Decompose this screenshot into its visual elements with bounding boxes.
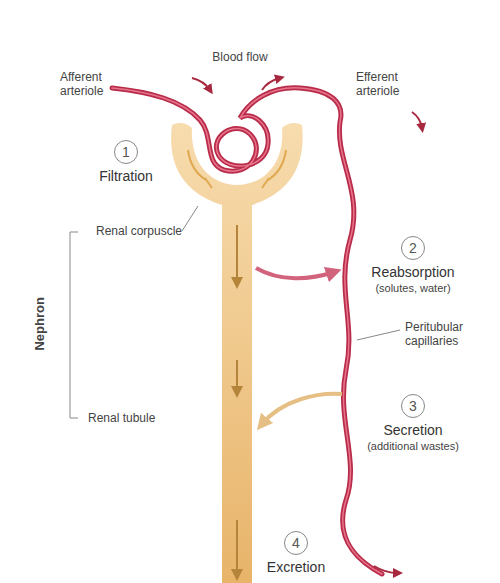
- step-note: (solutes, water): [375, 282, 450, 294]
- part-label: Renal tubule: [88, 411, 188, 425]
- part-label: Peritubular capillaries: [405, 320, 485, 349]
- step-note: (additional wastes): [367, 440, 459, 452]
- reabsorption-arrow: [256, 268, 334, 278]
- blood-vessels: [112, 88, 382, 574]
- part-label: Renal corpuscle: [96, 224, 196, 238]
- step-name: Reabsorption: [371, 264, 454, 280]
- step-name: Excretion: [267, 559, 325, 575]
- renal-tubule-shape: [171, 123, 303, 583]
- callout-number: 2: [401, 236, 425, 260]
- secretion-arrow: [262, 394, 342, 424]
- blood-flow-arrows: [192, 78, 422, 573]
- leader-lines: [70, 206, 400, 418]
- step-name: Filtration: [99, 168, 153, 184]
- step-name: Secretion: [383, 422, 442, 438]
- numbered-step: 4Excretion: [267, 531, 325, 575]
- part-label: Blood flow: [200, 50, 280, 64]
- bracket-label: Nephron: [32, 292, 48, 356]
- part-label: Afferent arteriole: [60, 70, 130, 99]
- numbered-step: 2Reabsorption (solutes, water): [371, 236, 454, 294]
- numbered-step: 1Filtration: [99, 140, 153, 184]
- callout-number: 4: [284, 531, 308, 555]
- tubule-flow: [236, 225, 238, 575]
- callout-number: 3: [401, 394, 425, 418]
- callout-number: 1: [114, 140, 138, 164]
- numbered-step: 3Secretion (additional wastes): [367, 394, 459, 452]
- part-label: Efferent arteriole: [356, 70, 426, 99]
